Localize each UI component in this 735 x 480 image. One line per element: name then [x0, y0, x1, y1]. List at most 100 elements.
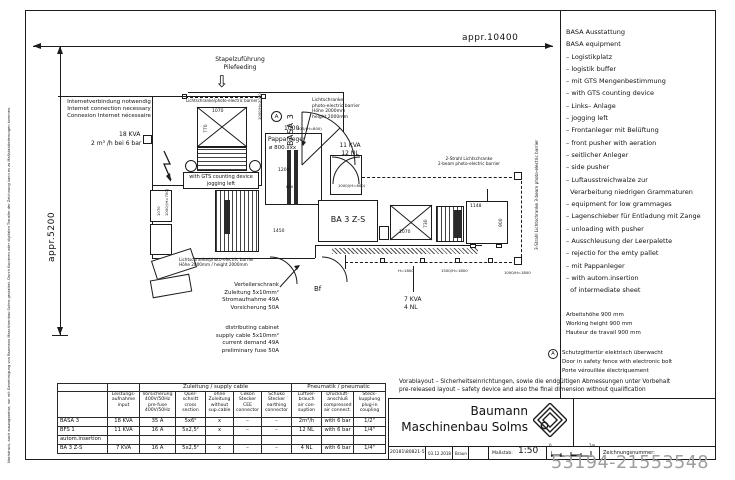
tower-detail: [224, 200, 230, 234]
cell: 7 KVA: [107, 444, 140, 454]
door-marker-circle: A: [548, 349, 558, 359]
cell: x: [205, 426, 234, 436]
doc-author: Braun: [455, 451, 467, 456]
cell: –: [260, 417, 293, 427]
titleblock-sep: [599, 446, 600, 460]
center-tick: [487, 189, 488, 201]
cell: [321, 435, 355, 445]
titleblock-line: [388, 446, 716, 447]
table-foot: [496, 244, 502, 248]
wall-line: [188, 92, 343, 93]
photocell-box: [380, 258, 385, 263]
col-header: Steck- kupplung plug-in coupling: [353, 391, 387, 418]
photocell-box: [488, 258, 493, 263]
dim-label: 1070: [399, 230, 411, 235]
cell: –: [233, 426, 262, 436]
safety-perimeter-line: [345, 262, 517, 263]
cell: [260, 435, 293, 445]
cell: –: [260, 426, 293, 436]
table-group-header-row: Zuleitung / supply cable Pneumatik / pne…: [57, 383, 387, 392]
floor-line: [152, 258, 315, 259]
cell: 4 NL: [291, 444, 323, 454]
cell: [291, 435, 323, 445]
perimeter-corner-post: [514, 257, 522, 265]
table-foot: [470, 244, 476, 248]
machine-spec-table: Zuleitung / supply cable Pneumatik / pne…: [57, 383, 387, 454]
sheet-frame: [25, 10, 716, 460]
dim-label: 770: [204, 124, 209, 133]
working-height-note: Arbeitshöhe 900 mm Working height 900 mm…: [566, 312, 641, 336]
side-cabinet: [150, 224, 172, 255]
cell: 12 NL: [291, 426, 323, 436]
cell: 11 KVA: [107, 426, 140, 436]
connection-tick: [413, 266, 414, 292]
company-name-line2: Maschinenbau Solms: [401, 420, 528, 434]
dim-label: 1070: [212, 109, 224, 114]
photo-barrier-label-right: Lichtschranke photo-electric barrier Höh…: [312, 98, 360, 120]
drawing-number-label: Zeichnungsnummer:: [603, 450, 655, 456]
table-row: BFS 1 11 KVA 16 A 5x2,5² x – – 12 NL wit…: [57, 426, 387, 436]
safety-perimeter-line: [362, 177, 517, 178]
power-label-18kva: 18 KVA: [119, 131, 141, 138]
cell: 35 A: [139, 417, 176, 427]
doc-date: 03.12.2018: [428, 451, 451, 456]
jogger-wheel: [185, 160, 197, 172]
dimension-line-horizontal: [33, 46, 553, 47]
cell: 16 A: [139, 426, 176, 436]
table-row: autom.insertion: [57, 435, 387, 445]
distributing-cabinet-note: distributing cabinet supply cable 5x10mm…: [215, 325, 279, 355]
pappanleger-label: Pappanleger: [268, 136, 306, 143]
pile-feeding-label: Stapelzuführung Pilefeeding: [215, 56, 265, 71]
cell: –: [233, 417, 262, 427]
scale-label: Maßstab:: [492, 451, 513, 456]
outfeed-table: [466, 201, 508, 244]
dim-label: 1000/H=2000: [257, 93, 262, 120]
cell: 1/4": [353, 444, 387, 454]
dim-label: H=1800: [398, 268, 414, 273]
dim-label: 1000/(H=800): [338, 183, 366, 188]
wall-line: [58, 96, 152, 97]
dimension-label-width: appr.10400: [462, 33, 519, 43]
cell: [175, 435, 206, 445]
col-header: Druckluft- anschluß compressed air conne…: [321, 391, 355, 418]
col-header: Leistungs- aufnahme input: [107, 391, 140, 418]
baumann-logo-icon: [533, 403, 567, 437]
jogger-wheel: [249, 160, 261, 172]
prerelease-note: Vorablayout – Sicherheitseinrichtungen, …: [399, 379, 671, 393]
pile-feed-down-arrow-icon: ⇩: [215, 72, 229, 91]
col-header: Vorsicherung 400V/50Hz pre-fuse 400V/50H…: [139, 391, 176, 418]
three-beam-barrier-label: 3-Strahl Lichtschranke 3-beam photo-elec…: [534, 139, 539, 250]
col-header: ohne Zuleitung without sup.cable: [205, 391, 234, 418]
cell: –: [260, 444, 293, 454]
table-row: BA 3 Z-S 7 KVA 16 A 5x2,5² x – – 4 NL wi…: [57, 444, 387, 454]
company-name-line1: Baumann: [470, 404, 528, 418]
cell: [233, 435, 262, 445]
ba3zs-machine: [318, 200, 378, 242]
titleblock-line: [573, 398, 574, 446]
cell: 5x6²: [175, 417, 206, 427]
cell: 1/4": [353, 426, 387, 436]
air-label: 2 m³ /h bei 6 bar: [91, 140, 142, 147]
cell: [139, 435, 176, 445]
cell: [107, 435, 140, 445]
cell: x: [205, 444, 234, 454]
cell: –: [233, 444, 262, 454]
power-label-bfs1: 11 KVA 12 NL: [339, 142, 361, 157]
cell: 5x2,5²: [175, 444, 206, 454]
power-label-ba3zs: 7 KVA 4 NL: [404, 296, 422, 311]
cell: with 6 bar: [321, 426, 355, 436]
table-corner-cell: [57, 383, 108, 392]
perimeter-corner-post: [514, 172, 522, 180]
side-cabinet: [150, 190, 172, 222]
cell: [353, 435, 387, 445]
titleblock-line: [388, 398, 716, 399]
row-name: autom.insertion: [57, 435, 108, 445]
door-marker-circle: A: [271, 111, 282, 122]
col-header: Luftver- brauch air con- suption: [291, 391, 323, 418]
col-header: Quer- schnitt cross section: [175, 391, 206, 418]
jogger-tower: [215, 190, 259, 252]
cell: x: [205, 417, 234, 427]
dim-label: 1450: [273, 229, 285, 234]
safety-perimeter-line: [521, 181, 522, 257]
pappanleger-diameter: ø 800.xxx: [269, 145, 297, 151]
